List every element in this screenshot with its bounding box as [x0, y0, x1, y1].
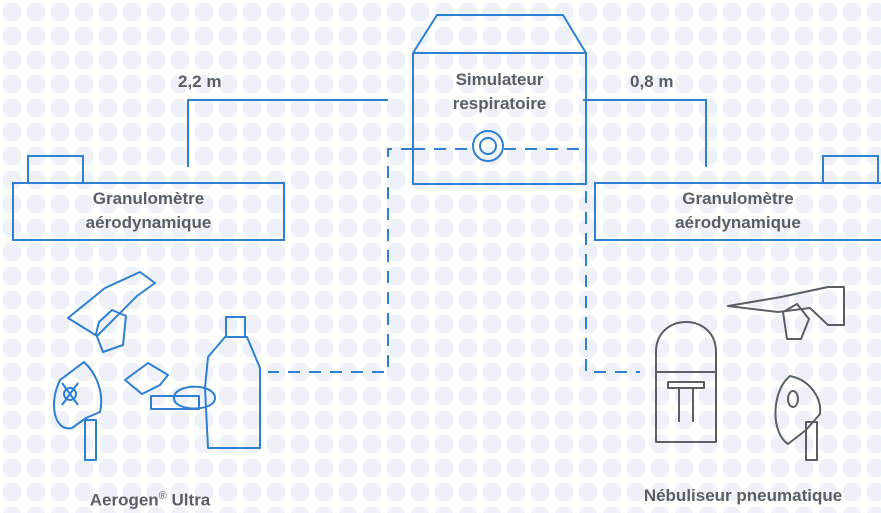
- aerogen-ultra-devices-icon: [53, 271, 261, 461]
- simulator-label-line1: Simulateur: [455, 70, 544, 89]
- breathing-simulator: [412, 14, 587, 185]
- right-analyzer-label-line1: Granulomètre: [682, 189, 794, 208]
- left-connector-line: [187, 99, 388, 167]
- simulator-label-line2: respiratoire: [452, 94, 547, 113]
- left-distance-label: 2,2 m: [178, 72, 222, 91]
- aerogen-name: Aerogen: [89, 490, 159, 510]
- aerogen-ultra-label: Aerogen® Ultra: [20, 484, 280, 513]
- pneumatic-nebulizer-devices-icon: [655, 286, 845, 461]
- left-analyzer-label: Granulomètre aérodynamique: [13, 187, 284, 235]
- registered-mark: ®: [158, 490, 167, 502]
- right-analyzer-label: Granulomètre aérodynamique: [595, 187, 881, 235]
- right-connector-line: [583, 99, 707, 167]
- simulator-port-icon: [472, 130, 504, 162]
- aerogen-model: Ultra: [171, 490, 211, 510]
- left-analyzer-label-line2: aérodynamique: [85, 213, 212, 232]
- left-particle-analyzer: [12, 155, 285, 241]
- left-analyzer-label-line1: Granulomètre: [92, 189, 205, 208]
- right-distance-label: 0,8 m: [630, 72, 674, 91]
- simulator-label: Simulateur respiratoire: [413, 68, 586, 116]
- pneumatic-nebulizer-label: Nébuliseur pneumatique: [643, 486, 843, 505]
- right-particle-analyzer: [594, 155, 881, 241]
- dashed-breathing-circuit: [268, 148, 640, 373]
- right-analyzer-label-line2: aérodynamique: [675, 213, 801, 232]
